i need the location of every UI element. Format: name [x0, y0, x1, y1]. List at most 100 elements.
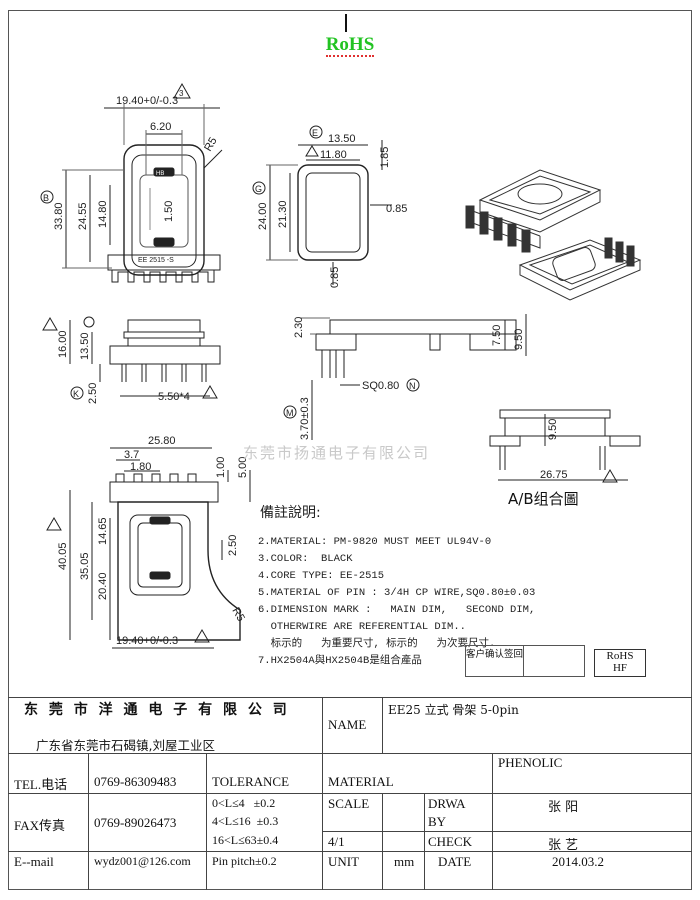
- dim-side-13-50: 13.50: [79, 332, 91, 360]
- dim-bottom-5-00: 5.00: [237, 457, 249, 478]
- dim-slot-0-85-b: 0.85: [329, 267, 341, 288]
- fax-value: 0769-89026473: [94, 815, 177, 830]
- mark-front-3: 3: [179, 89, 184, 98]
- rohs-hf-stamp: RoHS HF: [594, 649, 646, 677]
- technical-drawing: 19.40+0/-0.3 6.20 R5 33.80 24.55 14.80 1…: [40, 82, 642, 649]
- dim-bottom-r5: R5: [229, 606, 246, 624]
- date-label: DATE: [438, 854, 472, 869]
- dim-bottom-3-7: 3.7: [124, 449, 139, 461]
- pin-pitch-tolerance: Pin pitch±0.2: [212, 854, 277, 868]
- dim-right-9-50: 9.50: [513, 329, 525, 350]
- dim-side-16-00: 16.00: [57, 330, 69, 358]
- side-view-left: [42, 316, 221, 400]
- unit-label: UNIT: [328, 854, 360, 869]
- front-part-code: EE 2515 -S: [138, 257, 174, 264]
- rohs-title: RoHS: [0, 34, 700, 57]
- bottom-view: [46, 447, 251, 649]
- customer-confirm-box: 客户确认签回: [465, 645, 585, 677]
- tolerance-range-3: 16<L≤63±0.4: [212, 833, 279, 847]
- material-value: PHENOLIC: [498, 755, 563, 770]
- note-line-core-type: 4.CORE TYPE: EE-2515: [258, 570, 385, 582]
- dim-assembly-9-50: 9.50: [547, 419, 559, 440]
- sheet-border: [8, 10, 692, 890]
- front-part-hb: HB: [156, 171, 164, 177]
- dim-front-1-50: 1.50: [163, 201, 175, 222]
- core-slot-labels: 13.50 11.80 1.85 24.00 21.30 0.85 0.85 E…: [255, 128, 407, 288]
- scale-label: SCALE: [328, 796, 370, 811]
- note-line-pin-material: 5.MATERIAL OF PIN : 3/4H CP WIRE,SQ0.80±…: [258, 587, 536, 599]
- note-line-marked: 标示的 为重要尺寸, 标示的 为次要尺寸.: [258, 638, 496, 650]
- front-view-labels: 19.40+0/-0.3 6.20 R5 33.80 24.55 14.80 1…: [43, 89, 220, 264]
- dim-front-r5: R5: [202, 135, 219, 153]
- core-slot-view: [252, 125, 392, 285]
- drawn-label: DRWA: [428, 796, 466, 811]
- mark-slot-g: G: [255, 184, 262, 194]
- customer-confirm-label: 客户确认签回: [466, 646, 524, 676]
- company-name: 东 莞 市 洋 通 电 子 有 限 公 司: [24, 702, 290, 718]
- dim-bottom-25-80: 25.80: [148, 435, 176, 447]
- dim-bottom-20-40: 20.40: [97, 572, 109, 600]
- dim-right-7-50: 7.50: [491, 325, 503, 346]
- dim-bottom-35-05: 35.05: [79, 552, 91, 580]
- dim-slot-11-80: 11.80: [320, 149, 347, 161]
- name-value: EE25 立式 骨架 5-0pin: [388, 703, 519, 717]
- dim-bottom-1-00: 1.00: [215, 457, 227, 478]
- mark-side-k: K: [73, 389, 79, 399]
- rohs-hf-line1: RoHS: [606, 650, 634, 662]
- unit-value: mm: [394, 854, 415, 869]
- front-view: [40, 82, 223, 283]
- note-line-dimension-mark: 6.DIMENSION MARK : MAIN DIM, SECOND DIM,: [258, 604, 536, 616]
- dim-slot-24-00: 24.00: [257, 202, 269, 230]
- assembly-view: [489, 409, 641, 483]
- check-label: CHECK: [428, 834, 473, 849]
- company-address: 广东省东莞市石碣镇,刘屋工业区: [36, 738, 215, 753]
- dim-bottom-40-05: 40.05: [57, 542, 69, 570]
- note-line-otherwise: OTHERWIRE ARE REFERENTIAL DIM..: [258, 621, 466, 633]
- mark-right-n: N: [409, 381, 416, 391]
- dim-slot-13-50: 13.50: [328, 133, 356, 145]
- dim-bottom-1-80: 1.80: [130, 461, 151, 473]
- notes-block: 備註說明: 2.MATERIAL: PM-9820 MUST MEET UL94…: [258, 505, 535, 670]
- scale-value: 4/1: [328, 834, 345, 849]
- assembly-caption: A/B组合圖: [508, 490, 579, 508]
- mark-slot-e: E: [312, 128, 318, 138]
- mark-right-m: M: [286, 408, 294, 418]
- dim-bottom-14-65: 14.65: [97, 517, 109, 545]
- dim-front-height: 33.80: [53, 202, 65, 230]
- dim-front-width: 19.40+0/-0.3: [116, 95, 178, 107]
- title-block: 东 莞 市 洋 通 电 子 有 限 公 司 广东省东莞市石碣镇,刘屋工业区 NA…: [8, 697, 692, 890]
- tel-value: 0769-86309483: [94, 774, 177, 789]
- name-label: NAME: [328, 717, 367, 732]
- notes-title: 備註說明:: [260, 505, 321, 521]
- tolerance-range-2: 4<L≤16 ±0.3: [212, 814, 279, 828]
- note-line-material: 2.MATERIAL: PM-9820 MUST MEET UL94V-0: [258, 536, 492, 548]
- dim-front-14-80: 14.80: [97, 200, 109, 228]
- side-view-right-labels: 2.30 7.50 9.50 SQ0.80 3.70±0.3 N M: [286, 317, 525, 440]
- date-value: 2014.03.2: [552, 854, 604, 869]
- dim-side-2-50: 2.50: [87, 383, 99, 404]
- side-view-left-labels: 16.00 13.50 2.50 5.50*4 K: [57, 330, 190, 404]
- drawn-label-by: BY: [428, 814, 447, 829]
- tolerance-label: TOLERANCE: [212, 774, 290, 789]
- dim-side-pitch: 5.50*4: [158, 391, 190, 403]
- email-label: E--mail: [14, 854, 54, 869]
- dim-slot-21-30: 21.30: [277, 200, 289, 228]
- note-line-color: 3.COLOR: BLACK: [258, 553, 353, 565]
- dim-front-6-20: 6.20: [150, 121, 171, 133]
- material-label: MATERIAL: [328, 774, 394, 789]
- note-line-combination: 7.HX2504A與HX2504B是组合產品: [258, 655, 422, 667]
- bottom-view-labels: 25.80 3.7 1.80 1.00 5.00 2.50 40.05 35.0…: [57, 435, 249, 647]
- tolerance-range-1: 0<L≤4 ±0.2: [212, 796, 276, 810]
- dim-bottom-2-50: 2.50: [227, 535, 239, 556]
- dim-front-24-55: 24.55: [77, 202, 89, 230]
- check-value: 张 艺: [548, 838, 579, 853]
- dim-slot-1-85: 1.85: [379, 147, 391, 168]
- rohs-hf-line2: HF: [612, 662, 628, 674]
- dim-right-pin-sq: SQ0.80: [362, 380, 399, 392]
- dim-slot-0-85-a: 0.85: [386, 203, 407, 215]
- rohs-text: RoHS: [325, 34, 375, 57]
- dim-assembly-26-75: 26.75: [540, 469, 568, 481]
- mark-front-b: B: [43, 193, 49, 203]
- tel-label: TEL.电话: [14, 777, 68, 792]
